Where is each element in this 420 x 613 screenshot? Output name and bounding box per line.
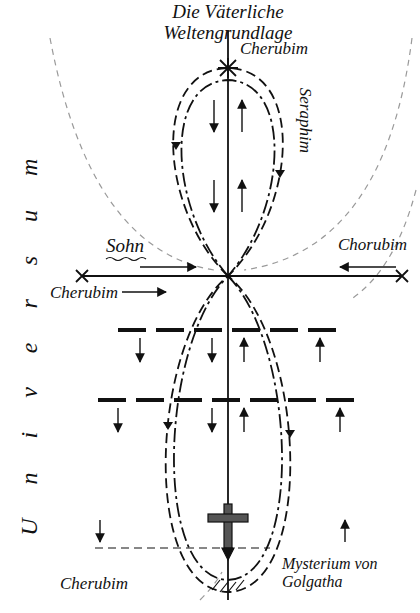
loop-arrowhead xyxy=(163,142,295,438)
universe-curve xyxy=(50,38,416,600)
son-label: Sohn xyxy=(106,236,144,257)
universe-curve xyxy=(50,38,214,270)
loop-arrowhead xyxy=(275,170,285,178)
loop-arrowhead xyxy=(163,422,173,430)
flow-arrow xyxy=(339,408,340,432)
title-label: Die Väterliche Weltengrundlage xyxy=(146,2,311,44)
lemniscate-loop xyxy=(174,80,282,580)
flow-arrow xyxy=(319,338,320,362)
flow-band xyxy=(95,547,270,548)
cross-symbol xyxy=(224,504,232,548)
underline-wave xyxy=(106,258,146,261)
cross-symbol xyxy=(222,548,234,560)
flow-arrow xyxy=(243,338,244,362)
flow-arrow xyxy=(140,266,196,267)
choir-label: Cherubim xyxy=(50,284,118,303)
flow-arrow xyxy=(211,338,212,362)
underline-wave xyxy=(106,258,146,261)
flow-arrow xyxy=(213,180,214,212)
flow-arrow xyxy=(117,408,118,432)
flow-band xyxy=(95,330,355,548)
flow-arrow xyxy=(241,180,242,212)
golgotha-label: Mysterium von Golgatha xyxy=(282,555,394,590)
flow-arrow xyxy=(122,291,166,292)
flow-arrow xyxy=(213,100,214,132)
flow-arrow xyxy=(241,100,242,132)
flow-arrow xyxy=(99,520,100,542)
flow-arrow xyxy=(243,408,244,432)
cross-symbol xyxy=(208,514,248,522)
axis-line xyxy=(396,270,408,282)
flow-arrow xyxy=(340,266,396,267)
choir-label: Cherubim xyxy=(240,40,308,59)
choir-label: Chorubim xyxy=(338,236,407,255)
axis-line xyxy=(82,275,402,277)
choir-label: Cherubim xyxy=(60,575,128,594)
loop-arrowhead xyxy=(171,142,181,150)
cross-symbol xyxy=(208,504,248,592)
universe-label: Universum xyxy=(17,124,43,535)
flow-arrow xyxy=(139,338,140,362)
flow-band xyxy=(98,398,355,402)
loop-arrowhead xyxy=(285,430,295,438)
universe-curve xyxy=(244,38,412,270)
axis-line xyxy=(76,270,88,282)
choir-label: Seraphim xyxy=(296,87,315,152)
flow-arrow xyxy=(344,520,345,542)
flow-band xyxy=(118,328,345,332)
cross-symbol xyxy=(212,580,244,592)
axis-line xyxy=(76,30,408,600)
universe-curve xyxy=(200,572,222,600)
flow-arrow xyxy=(211,408,212,432)
flow-arrow xyxy=(100,100,396,542)
